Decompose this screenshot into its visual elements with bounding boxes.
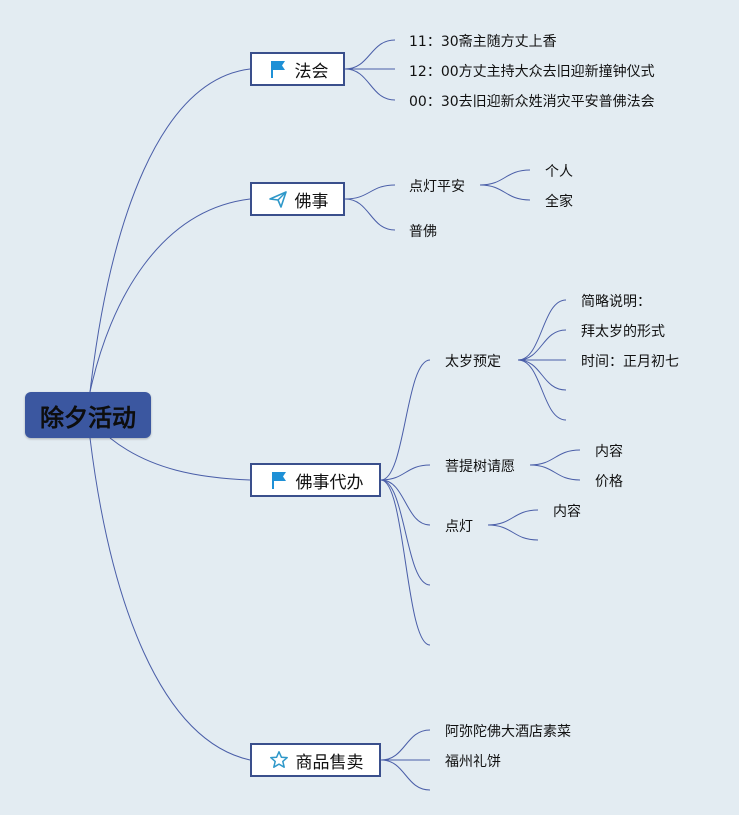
link-fahui-1 — [344, 39, 396, 70]
star-icon — [268, 749, 290, 771]
topic-fahui[interactable]: 法会 — [250, 52, 345, 86]
link-root-foshi — [89, 198, 251, 393]
link-shangpin-3 — [380, 759, 431, 791]
link-pingan-2 — [479, 184, 531, 201]
link-foshi-1 — [344, 184, 396, 200]
topic-label: 法会 — [294, 61, 329, 82]
link-taisui-4 — [517, 359, 567, 391]
flag-icon — [268, 469, 290, 491]
link-taisui-1 — [517, 299, 567, 361]
link-taisui-5 — [517, 359, 567, 421]
link-fahui-3 — [344, 68, 396, 101]
paper-plane-icon — [267, 188, 289, 210]
topic-label: 佛事 — [294, 191, 329, 212]
topic-shangpin[interactable]: 商品售卖 — [250, 743, 381, 777]
link-daiban-3 — [380, 479, 431, 526]
link-puti-2 — [529, 464, 581, 481]
leaf-diandeng-content[interactable]: 内容 — [553, 504, 581, 520]
leaf-puti[interactable]: 菩提树请愿 — [445, 459, 515, 475]
topic-foshi[interactable]: 佛事 — [250, 182, 345, 216]
link-root-shangpin — [89, 437, 251, 761]
leaf-fahui-2[interactable]: 12：00方丈主持大众去旧迎新撞钟仪式 — [409, 64, 655, 80]
link-root-daiban — [109, 437, 251, 481]
leaf-diandeng-pingan[interactable]: 点灯平安 — [409, 179, 465, 195]
topic-foshi-daiban[interactable]: 佛事代办 — [250, 463, 381, 497]
leaf-puti-price[interactable]: 价格 — [595, 474, 623, 490]
leaf-pufo[interactable]: 普佛 — [409, 224, 437, 240]
leaf-taisui-form[interactable]: 拜太岁的形式 — [581, 324, 665, 340]
leaf-geren[interactable]: 个人 — [545, 164, 573, 180]
flag-icon — [267, 58, 289, 80]
leaf-taisui[interactable]: 太岁预定 — [445, 354, 501, 370]
link-pingan-1 — [479, 169, 531, 186]
leaf-taisui-desc[interactable]: 简略说明： — [581, 294, 651, 310]
root-node[interactable]: 除夕活动 — [25, 392, 151, 438]
link-puti-1 — [529, 449, 581, 466]
leaf-quanjia[interactable]: 全家 — [545, 194, 573, 210]
root-label: 除夕活动 — [40, 403, 136, 432]
link-daiban-4 — [380, 479, 431, 586]
leaf-fahui-3[interactable]: 00：30去旧迎新众姓消灾平安普佛法会 — [409, 94, 655, 110]
link-daiban-2 — [380, 464, 431, 481]
topic-label: 商品售卖 — [295, 752, 364, 773]
link-foshi-2 — [344, 198, 396, 231]
link-diandeng-1 — [487, 509, 539, 526]
link-root-fahui — [89, 68, 251, 393]
leaf-libing[interactable]: 福州礼饼 — [445, 754, 501, 770]
leaf-diandeng[interactable]: 点灯 — [445, 519, 473, 535]
link-diandeng-2 — [487, 524, 539, 541]
link-daiban-5 — [380, 479, 431, 646]
link-taisui-2 — [517, 329, 567, 361]
link-shangpin-1 — [380, 729, 431, 761]
leaf-sucai[interactable]: 阿弥陀佛大酒店素菜 — [445, 724, 571, 740]
link-daiban-1 — [380, 359, 431, 481]
leaf-taisui-time[interactable]: 时间：正月初七 — [581, 354, 679, 370]
leaf-fahui-1[interactable]: 11：30斋主随方丈上香 — [409, 34, 557, 50]
leaf-puti-content[interactable]: 内容 — [595, 444, 623, 460]
topic-label: 佛事代办 — [295, 472, 364, 493]
